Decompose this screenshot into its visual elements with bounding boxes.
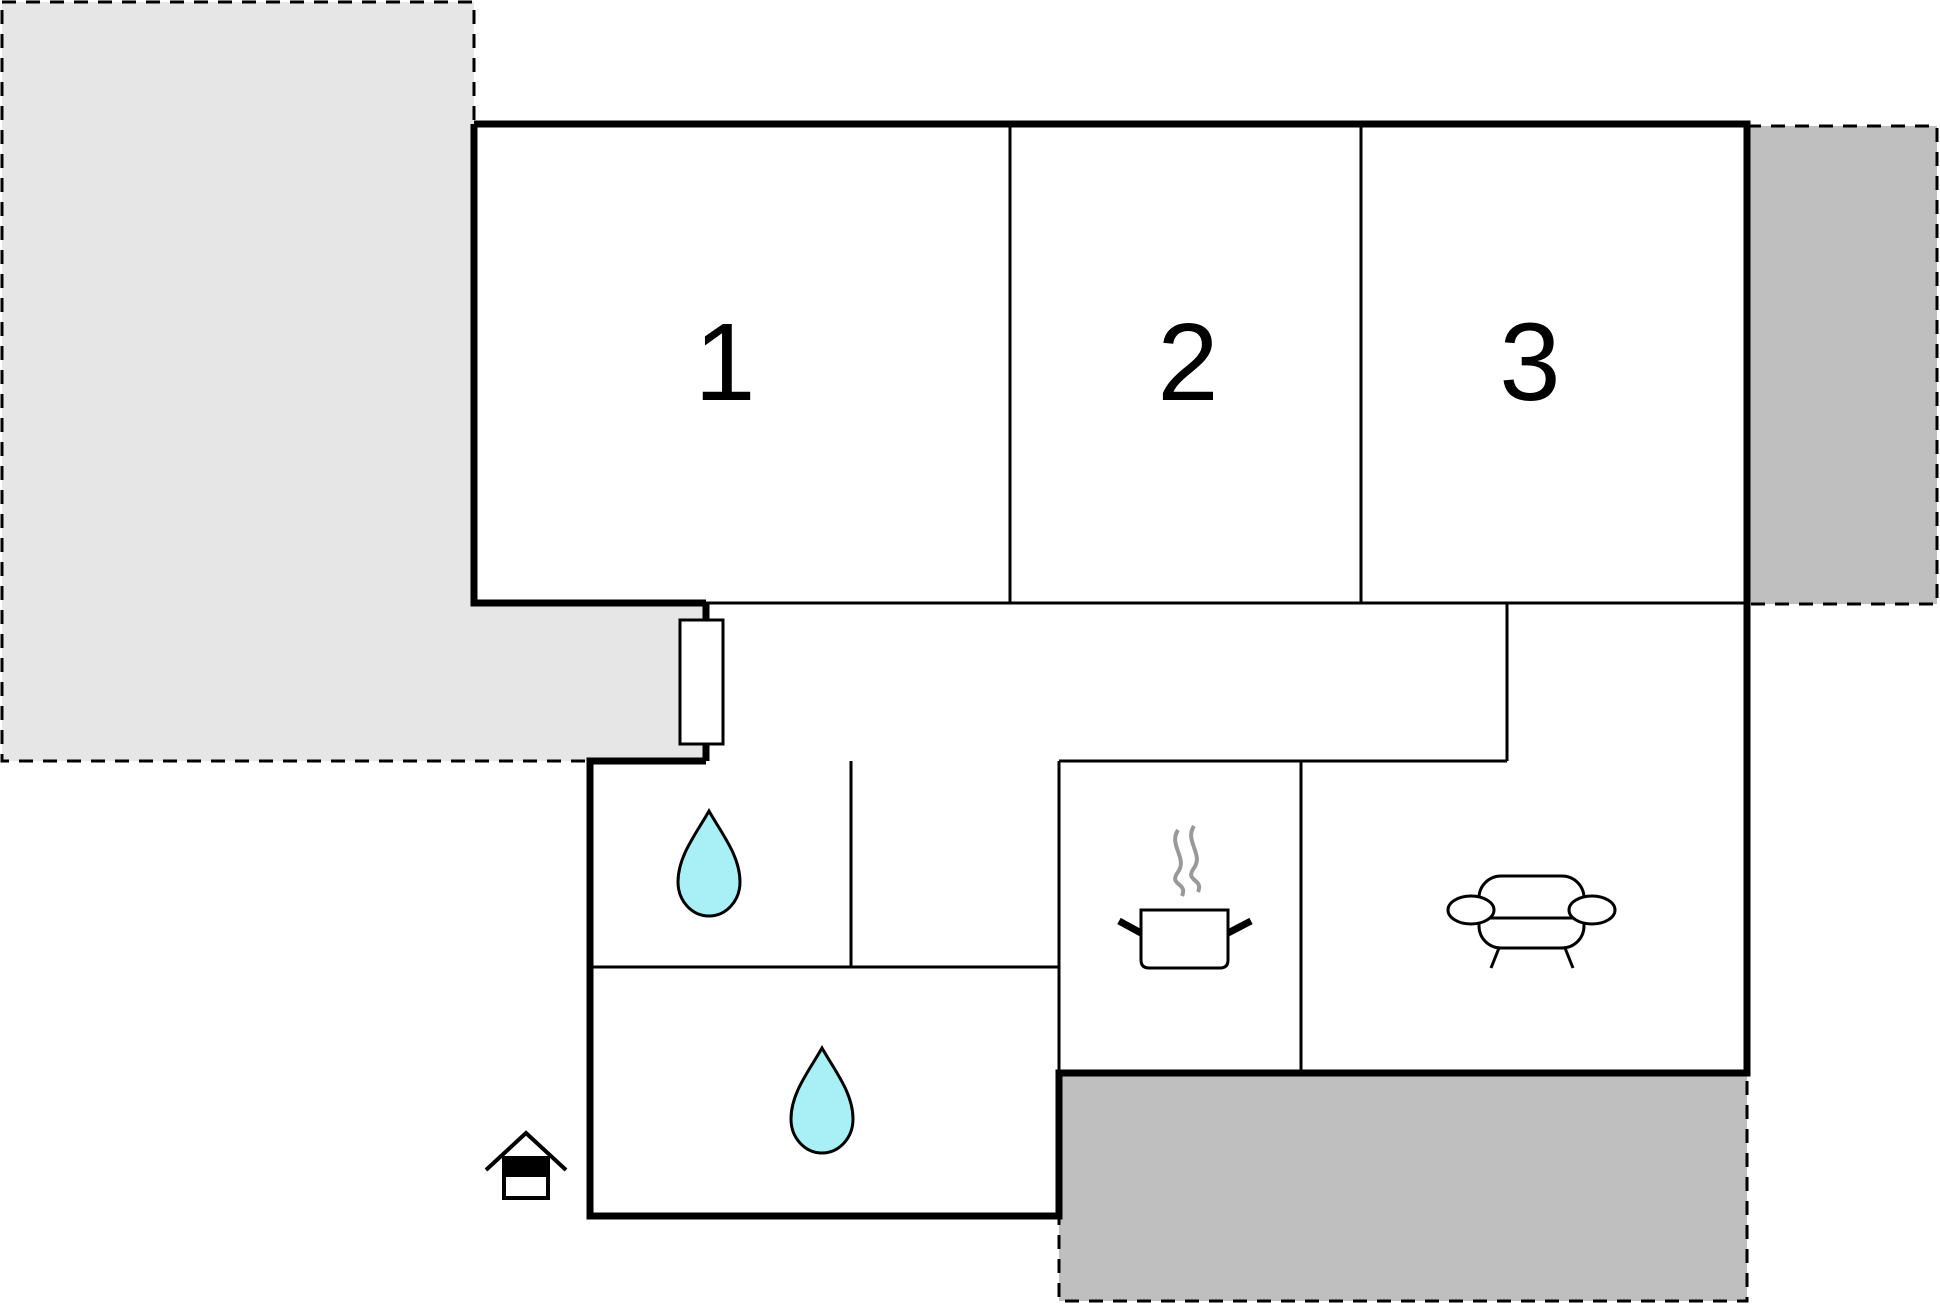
room-label-1: 1 [694, 301, 755, 424]
interior-walls [590, 124, 1747, 1073]
sofa-icon [1446, 874, 1617, 969]
building-footprint [474, 124, 1747, 1216]
entrance-house-icon [484, 1130, 568, 1200]
room-label-3: 3 [1499, 301, 1560, 424]
terrace-south [1057, 1071, 1749, 1303]
entrance-door [678, 618, 725, 746]
water-drop-icon [789, 1044, 855, 1155]
water-drop-icon [676, 807, 742, 918]
exterior-walls [470, 120, 1751, 1220]
room-label-2: 2 [1157, 301, 1218, 424]
cooking-pot-icon [1117, 824, 1253, 970]
terrace-east [1745, 124, 1939, 606]
